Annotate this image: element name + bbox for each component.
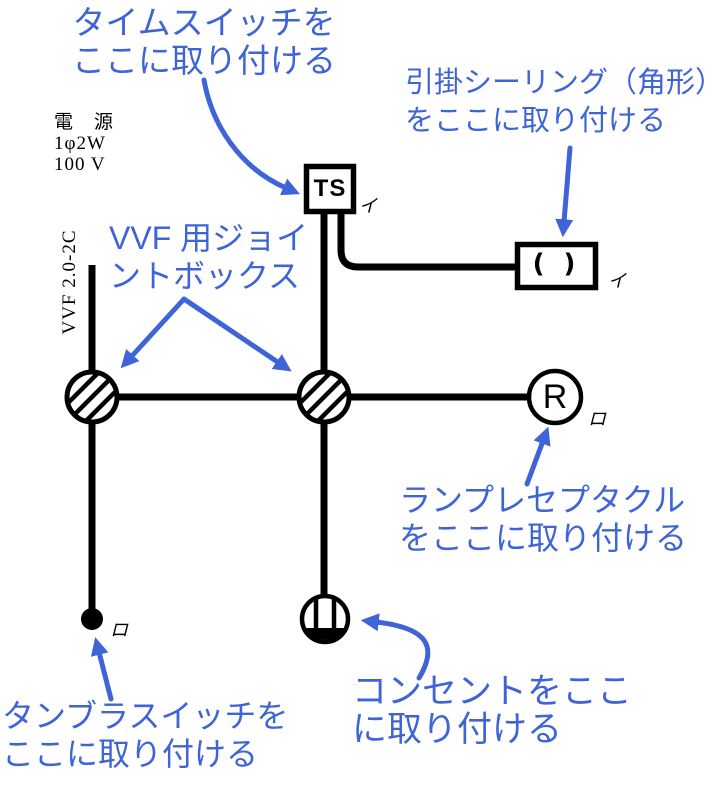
annotation-tumbler-switch-line1: タンブラスイッチを [2, 698, 289, 734]
arrow-to-ceiling-light [555, 145, 574, 238]
junction-box-right-icon [296, 369, 352, 425]
arrow-to-junction-box-right [181, 296, 292, 372]
junction-box-left-icon [64, 369, 120, 425]
circuit-label-ceiling-light: イ [608, 271, 626, 291]
annotation-tumbler-switch: タンブラスイッチをここに取り付ける [2, 697, 288, 773]
time-switch-icon [303, 163, 357, 215]
power-source-line3: 100 V [54, 154, 106, 175]
arrow-to-outlet [360, 613, 431, 681]
ceiling-light-symbol-text: ( ) [532, 248, 581, 279]
annotation-time-switch-line1: タイムスイッチを [72, 4, 336, 41]
circuit-label-tumbler-switch: ロ [110, 620, 128, 640]
annotation-lamp-receptacle-line2: をここに取り付ける [399, 520, 688, 556]
ceiling-light-icon [514, 241, 599, 291]
annotation-outlet-line1: コンセントをここ [352, 672, 633, 711]
annotation-junction-box-line1: VVF 用ジョイ [109, 220, 309, 256]
power-source-line2: 1φ2W [54, 133, 106, 154]
power-source-line1: 電 源 [54, 112, 115, 133]
tumbler-switch-icon [81, 608, 103, 630]
annotation-time-switch: タイムスイッチをここに取り付ける [68, 4, 340, 80]
wire-timeswitch-to-ceiling [337, 213, 516, 271]
annotation-time-switch-line2: ここに取り付ける [72, 42, 336, 79]
annotation-junction-box: VVF 用ジョイントボックス [109, 219, 308, 295]
arrow-to-lamp-receptacle [524, 426, 551, 487]
lamp-receptacle-symbol-text: R [542, 377, 568, 416]
arrow-to-junction-box-left [120, 296, 187, 369]
annotation-lamp-receptacle-line1: ランプレセプタクル [399, 482, 686, 518]
outlet-icon [299, 593, 351, 645]
annotation-outlet-line2: に取り付ける [352, 710, 563, 749]
annotation-ceiling-light-line2: をここに取り付ける [405, 105, 667, 137]
cable-type-label: VVF 2.0-2C [59, 229, 80, 335]
lamp-receptacle-icon [526, 368, 584, 426]
annotation-junction-box-line2: ントボックス [109, 258, 301, 294]
annotation-ceiling-light: 引掛シーリング（角形） をここに取り付ける [405, 64, 724, 140]
time-switch-symbol-text: TS [313, 175, 347, 202]
annotation-ceiling-light-line1: 引掛シーリング（角形） [405, 67, 725, 99]
annotation-outlet: コンセントをここに取り付ける [352, 673, 632, 749]
annotation-tumbler-switch-line2: ここに取り付ける [2, 736, 259, 772]
circuit-label-time-switch: イ [359, 196, 377, 216]
arrow-to-tumbler-switch [90, 637, 114, 702]
arrow-to-time-switch [201, 77, 301, 196]
circuit-label-lamp-receptacle: ロ [588, 409, 606, 429]
annotation-lamp-receptacle: ランプレセプタクルをここに取り付ける [399, 481, 687, 557]
